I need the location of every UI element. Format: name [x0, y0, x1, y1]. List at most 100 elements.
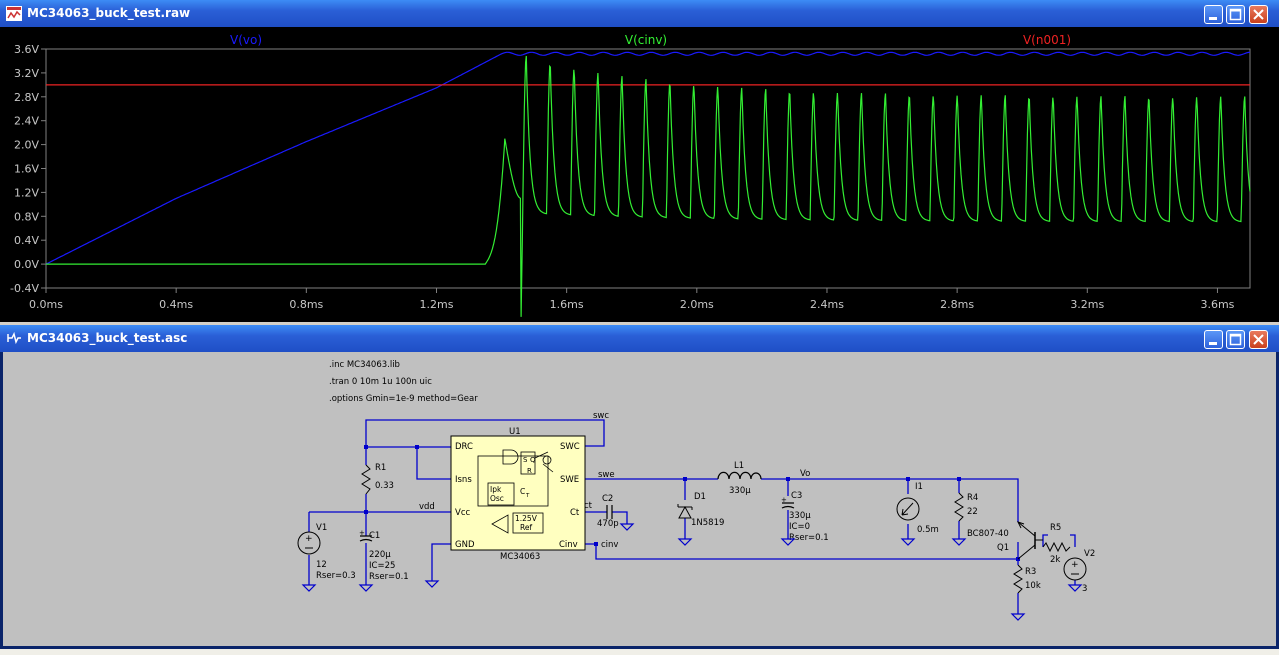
directive-inc[interactable]: .inc MC34063.lib	[329, 360, 400, 370]
x-tick-label: 0.0ms	[29, 298, 63, 311]
minimize-icon	[1209, 342, 1217, 345]
c1-value: 220µ	[369, 550, 391, 560]
l1-value: 330µ	[729, 486, 751, 496]
schematic-window-titlebar[interactable]: MC34063_buck_test.asc	[0, 325, 1279, 352]
maximize-icon	[1229, 333, 1242, 346]
trace-label-cinv[interactable]: V(cinv)	[625, 33, 667, 47]
capacitor-c3[interactable]: + C3 330µ IC=0 Rser=0.1	[781, 491, 829, 543]
r4-ref: R4	[967, 493, 978, 503]
waveform-icon	[6, 6, 22, 21]
u1-ref: U1	[509, 427, 521, 437]
minimize-button[interactable]	[1204, 330, 1223, 349]
x-tick-label: 0.8ms	[289, 298, 323, 311]
u1-part: MC34063	[500, 552, 540, 562]
pin-cinv: Cinv	[559, 540, 578, 550]
y-tick-label: 0.4V	[14, 234, 39, 247]
y-tick-label: 0.8V	[14, 210, 39, 223]
i1-value: 0.5m	[917, 525, 939, 535]
x-tick-label: 2.4ms	[810, 298, 844, 311]
q1-part: BC807-40	[967, 529, 1009, 539]
i1-ref: I1	[915, 482, 923, 492]
ground-symbols	[301, 523, 1083, 621]
pin-ct: Ct	[570, 508, 580, 518]
c3-plus: +	[781, 496, 787, 504]
directive-options[interactable]: .options Gmin=1e-9 method=Gear	[329, 394, 478, 404]
directive-tran[interactable]: .tran 0 10m 1u 100n uic	[329, 377, 432, 387]
voltage-source-v2[interactable]: + V2 3	[1063, 549, 1095, 594]
ref-voltage: 1.25V	[515, 514, 538, 523]
r1-value: 0.33	[375, 481, 394, 491]
latch-r: R	[527, 467, 532, 475]
plot-window-title: MC34063_buck_test.raw	[27, 6, 191, 20]
net-label-vo: Vo	[800, 469, 810, 479]
maximize-button[interactable]	[1226, 5, 1245, 24]
current-source-i1[interactable]: I1 0.5m	[896, 482, 939, 535]
ref-label: Ref	[520, 523, 532, 532]
maximize-button[interactable]	[1226, 330, 1245, 349]
c1-rser: Rser=0.1	[369, 572, 409, 582]
net-label-cinv: cinv	[601, 540, 618, 550]
resistor-r5[interactable]: R5 2k	[1042, 523, 1071, 565]
r1-ref: R1	[375, 463, 386, 473]
voltage-source-v1[interactable]: + V1 12 Rser=0.3	[297, 523, 356, 581]
c1-ref: C1	[369, 531, 380, 541]
inductor-l1[interactable]: L1 330µ	[717, 461, 762, 496]
transistor-q1[interactable]: BC807-40 Q1	[967, 521, 1043, 560]
v2-ref: V2	[1084, 549, 1095, 559]
pin-vcc: Vcc	[455, 508, 470, 518]
y-tick-label: 2.0V	[14, 139, 39, 152]
r3-value: 10k	[1025, 581, 1041, 591]
trace-label-n001[interactable]: V(n001)	[1023, 33, 1071, 47]
capacitor-c1[interactable]: + C1 220µ IC=25 Rser=0.1	[359, 529, 409, 582]
y-tick-label: 3.6V	[14, 43, 39, 56]
trace-label-vo[interactable]: V(vo)	[230, 33, 262, 47]
r5-value: 2k	[1050, 555, 1060, 565]
x-tick-label: 2.8ms	[940, 298, 974, 311]
minimize-button[interactable]	[1204, 5, 1223, 24]
status-bar	[0, 649, 1279, 655]
q1-ref: Q1	[997, 543, 1009, 553]
pin-swc: SWC	[560, 442, 580, 452]
resistor-r3[interactable]: R3 10k	[1013, 564, 1041, 594]
x-tick-label: 0.4ms	[159, 298, 193, 311]
waveform-plot[interactable]: 3.6V3.2V2.8V2.4V2.0V1.6V1.2V0.8V0.4V0.0V…	[0, 27, 1279, 322]
v1-ref: V1	[316, 523, 327, 533]
net-label-ct: ct	[584, 501, 593, 511]
c1-ic: IC=25	[369, 561, 395, 571]
y-tick-label: 1.6V	[14, 163, 39, 176]
y-tick-label: 1.2V	[14, 186, 39, 199]
schematic-window-title: MC34063_buck_test.asc	[27, 331, 188, 345]
diode-d1[interactable]: D1 1N5819	[677, 492, 724, 528]
v2-value: 3	[1082, 584, 1087, 594]
c3-ic: IC=0	[789, 522, 810, 532]
latch-q: Q	[530, 456, 536, 464]
trace-cinv[interactable]	[46, 55, 1251, 317]
v1-rser: Rser=0.3	[316, 571, 356, 581]
osc-label: Osc	[490, 494, 504, 503]
resistor-r1[interactable]: R1 0.33	[361, 463, 394, 495]
schematic-window: MC34063_buck_test.asc .inc MC34063.lib .…	[0, 325, 1279, 649]
x-tick-label: 2.0ms	[680, 298, 714, 311]
close-icon	[1253, 9, 1264, 20]
schematic-canvas[interactable]: .inc MC34063.lib .tran 0 10m 1u 100n uic…	[3, 352, 1276, 646]
d1-value: 1N5819	[691, 518, 724, 528]
v1-value: 12	[316, 560, 327, 570]
c1-plus: +	[359, 529, 365, 537]
latch-s: S	[523, 456, 528, 464]
minimize-icon	[1209, 17, 1217, 20]
capacitor-c2[interactable]: C2 470p	[597, 494, 619, 529]
v2-plus: +	[1071, 560, 1079, 570]
close-button[interactable]	[1249, 330, 1268, 349]
osc-ct-sub: T	[525, 493, 530, 499]
x-tick-label: 3.2ms	[1070, 298, 1104, 311]
mc34063-ic[interactable]: DRC SWC Isns SWE Vcc Ct GND Cinv S Q R I…	[450, 427, 586, 562]
resistor-r4[interactable]: R4 22	[954, 492, 978, 522]
plot-window-titlebar[interactable]: MC34063_buck_test.raw	[0, 0, 1279, 27]
x-tick-label: 1.2ms	[420, 298, 454, 311]
net-label-vdd: vdd	[419, 502, 435, 512]
trace-vo[interactable]	[45, 51, 1251, 265]
close-button[interactable]	[1249, 5, 1268, 24]
net-label-swe: swe	[598, 470, 615, 480]
y-tick-label: 2.8V	[14, 91, 39, 104]
y-tick-label: 2.4V	[14, 115, 39, 128]
